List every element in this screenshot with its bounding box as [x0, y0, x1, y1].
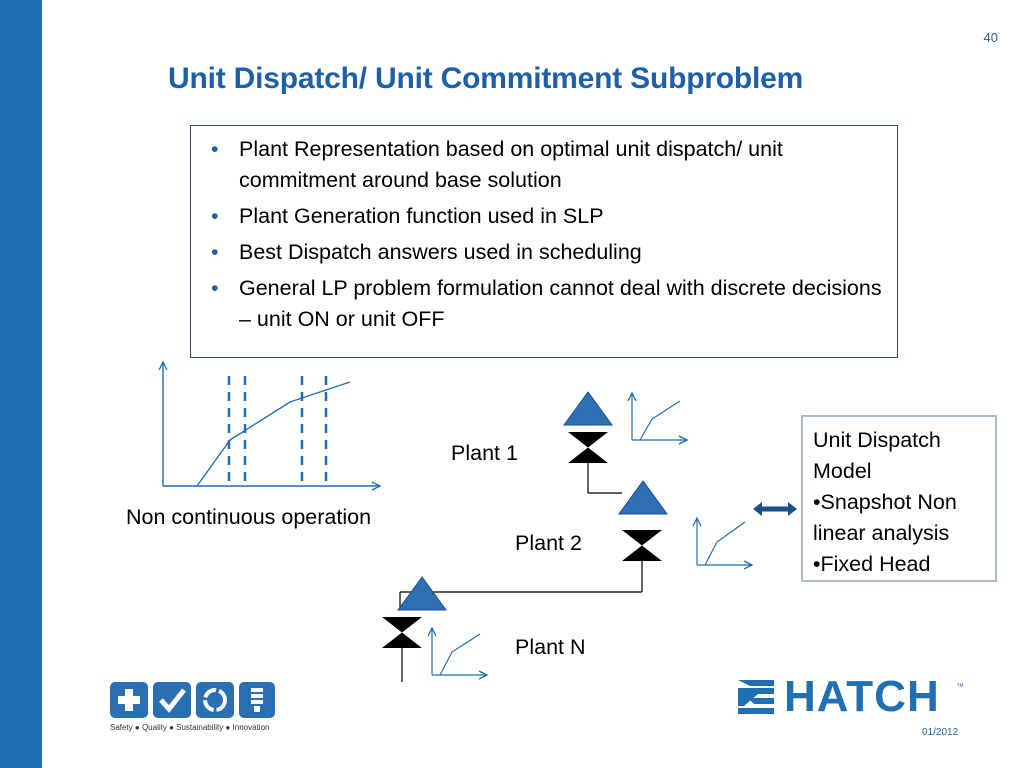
model-line: Unit Dispatch — [813, 428, 941, 452]
footer-date: 01/2012 — [922, 727, 959, 738]
values-tagline: Safety ● Quality ● Sustainability ● Inno… — [110, 723, 270, 732]
bullet-item: • Plant Generation function used in SLP — [203, 201, 887, 232]
bulb-icon — [239, 682, 275, 718]
trademark: ™ — [956, 682, 964, 691]
bullet-item: • General LP problem formulation cannot d… — [203, 273, 887, 335]
double-arrow-icon — [753, 502, 797, 516]
triangle-icon — [618, 480, 668, 515]
bullet-item: • Best Dispatch answers used in schedulin… — [203, 237, 887, 268]
brand-name: HATCH — [784, 672, 940, 721]
small-curve-icon — [632, 393, 687, 440]
bullet-dot: • — [211, 276, 219, 300]
model-line: •Fixed Head — [813, 552, 931, 576]
small-curve-icon — [697, 518, 752, 565]
triangle-icon — [397, 576, 447, 611]
valve-icon — [568, 432, 608, 463]
model-line: linear analysis — [813, 521, 950, 545]
plant-2-label: Plant 2 — [515, 531, 582, 555]
generation-curve — [196, 381, 351, 487]
valve-icon — [382, 617, 422, 648]
bullet-list: • Plant Representation based on optimal u… — [191, 126, 897, 335]
dashed-lines — [227, 376, 328, 486]
bullet-text: Plant Generation function used in SLP — [239, 204, 604, 228]
plus-icon — [110, 682, 148, 718]
small-curve-icon — [432, 628, 487, 675]
bullet-text: Best Dispatch answers used in scheduling — [239, 240, 642, 264]
values-icons — [110, 682, 275, 718]
unit-dispatch-model-box: Unit Dispatch Model •Snapshot Non linear… — [801, 415, 997, 582]
bullet-dot: • — [211, 240, 219, 264]
bullet-text: Plant Representation based on optimal un… — [239, 137, 783, 192]
valve-icon — [622, 530, 662, 561]
bullet-box: • Plant Representation based on optimal u… — [190, 125, 898, 358]
page-number: 40 — [983, 30, 998, 45]
check-icon — [153, 682, 191, 718]
slide-title: Unit Dispatch/ Unit Commitment Subproble… — [168, 62, 804, 95]
bullet-text: General LP problem formulation cannot de… — [239, 276, 882, 331]
bullet-dot: • — [211, 204, 219, 228]
hatch-logo-mark — [738, 680, 774, 714]
plant-n-label: Plant N — [515, 635, 586, 659]
bullet-item: • Plant Representation based on optimal u… — [203, 134, 887, 196]
triangle-icon — [563, 391, 613, 426]
bullet-dot: • — [211, 137, 219, 161]
model-line: Model — [813, 459, 872, 483]
plant-1-label: Plant 1 — [451, 441, 518, 465]
curve-caption: Non continuous operation — [126, 505, 372, 529]
recycle-icon — [196, 682, 234, 718]
side-bar — [0, 0, 42, 768]
curve-axes — [163, 362, 380, 486]
model-line: •Snapshot Non — [813, 490, 957, 514]
